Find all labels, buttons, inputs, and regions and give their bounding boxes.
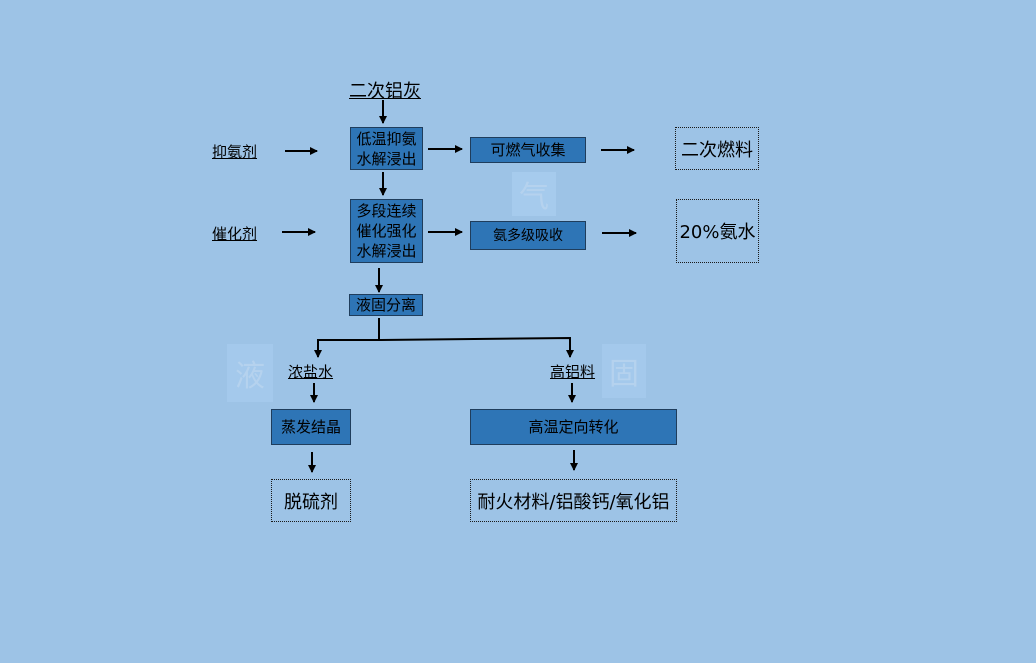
product-secondary-fuel: 二次燃料 — [675, 127, 759, 170]
process-low-temp-line1: 低温抑氨 — [356, 129, 417, 148]
process-multistage-line3: 水解浸出 — [356, 242, 417, 260]
product-ammonia-water: 20%氨水 — [676, 199, 759, 263]
gas-phase-mark: 气 — [512, 172, 556, 216]
product-desulfurizer: 脱硫剂 — [271, 479, 351, 522]
process-multistage-line1: 多段连续 — [356, 202, 417, 220]
arrow-to-high-alumina — [378, 318, 574, 358]
arrow-to-brine — [314, 339, 379, 358]
process-high-temp-conversion: 高温定向转化 — [470, 409, 677, 445]
intermediate-high-alumina: 高铝料 — [550, 363, 596, 381]
process-evaporation: 蒸发结晶 — [271, 409, 351, 445]
solid-phase-mark: 固 — [602, 344, 646, 398]
liquid-phase-mark: 液 — [227, 344, 273, 402]
process-multistage-hydrolysis: 多段连续 催化强化 水解浸出 — [350, 199, 423, 263]
process-low-temp-hydrolysis: 低温抑氨 水解浸出 — [350, 127, 423, 170]
input-catalyst: 催化剂 — [212, 225, 258, 243]
process-low-temp-line2: 水解浸出 — [356, 149, 417, 168]
process-multistage-line2: 催化强化 — [356, 222, 417, 240]
input-inhibitor: 抑氨剂 — [212, 143, 258, 161]
intermediate-brine: 浓盐水 — [288, 363, 334, 381]
diagram-title: 二次铝灰 — [349, 81, 421, 102]
process-ammonia-absorb: 氨多级吸收 — [470, 221, 586, 250]
process-gas-collect: 可燃气收集 — [470, 137, 586, 163]
process-solid-liquid-separation: 液固分离 — [349, 294, 423, 316]
product-refractory: 耐火材料/铝酸钙/氧化铝 — [470, 479, 677, 522]
